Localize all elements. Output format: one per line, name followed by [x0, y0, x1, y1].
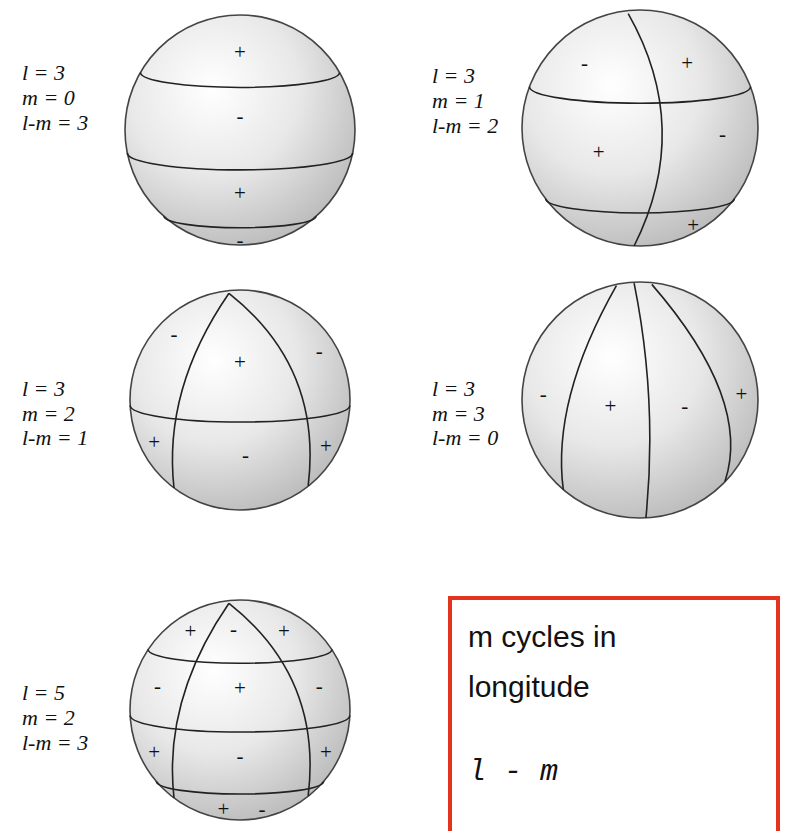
phase-sign: +: [234, 41, 246, 62]
quantum-number-label: l-m = 3: [22, 730, 88, 755]
phase-sign: -: [681, 395, 688, 416]
quantum-number-label: l = 3: [432, 63, 475, 88]
harmonic-sphere: +-+-: [125, 15, 355, 245]
phase-sign: +: [687, 214, 699, 235]
quantum-number-label: l = 3: [432, 376, 475, 401]
sphere-drawing: [522, 10, 758, 246]
quantum-number-label: l = 5: [22, 680, 65, 705]
quantum-number-label: l-m = 0: [432, 425, 498, 450]
quantum-number-label: m = 3: [432, 401, 485, 426]
phase-sign: -: [237, 746, 244, 767]
phase-sign: -: [316, 340, 323, 361]
quantum-number-label: l-m = 1: [22, 425, 88, 450]
phase-sign: -: [237, 106, 244, 127]
phase-sign: +: [148, 431, 160, 452]
quantum-number-label: m = 2: [22, 705, 75, 730]
phase-sign: -: [242, 445, 249, 466]
phase-sign: +: [278, 620, 290, 641]
phase-sign: +: [320, 741, 332, 762]
phase-sign: -: [259, 799, 266, 820]
phase-sign: +: [593, 141, 605, 162]
harmonic-sphere: - + + - +: [522, 10, 758, 246]
phase-sign: +: [234, 678, 246, 699]
note-text: l - m: [468, 752, 760, 792]
phase-sign: +: [148, 741, 160, 762]
phase-sign: -: [154, 675, 161, 696]
note-text: m cycles in longitude: [468, 612, 738, 712]
sphere-drawing: [125, 15, 355, 245]
phase-sign: +: [234, 351, 246, 372]
phase-sign: -: [237, 229, 244, 250]
sphere-drawing: [522, 282, 758, 518]
quantum-number-label: m = 1: [432, 88, 485, 113]
quantum-number-label: m = 2: [22, 401, 75, 426]
phase-sign: +: [320, 436, 332, 457]
harmonic-sphere: + - + - + - + - + + -: [130, 600, 350, 820]
phase-sign: +: [185, 620, 197, 641]
phase-sign: -: [171, 324, 178, 345]
phase-sign: +: [736, 384, 748, 405]
phase-sign: -: [540, 384, 547, 405]
phase-sign: -: [581, 53, 588, 74]
phase-sign: -: [230, 618, 237, 639]
phase-sign: +: [234, 183, 246, 204]
harmonic-sphere: - + - +: [522, 282, 758, 518]
note-box: m cycles in longitude l - m: [448, 596, 780, 831]
phase-sign: -: [316, 675, 323, 696]
quantum-number-label: l-m = 2: [432, 113, 498, 138]
phase-sign: +: [681, 53, 693, 74]
quantum-number-label: l-m = 3: [22, 110, 88, 135]
harmonic-sphere: - + - + - +: [130, 290, 350, 510]
quantum-number-label: m = 0: [22, 85, 75, 110]
sphere-drawing: [130, 600, 350, 820]
quantum-number-label: l = 3: [22, 376, 65, 401]
sphere-drawing: [130, 290, 350, 510]
quantum-number-label: l = 3: [22, 60, 65, 85]
phase-sign: -: [719, 123, 726, 144]
phase-sign: +: [605, 395, 617, 416]
phase-sign: +: [218, 799, 230, 820]
